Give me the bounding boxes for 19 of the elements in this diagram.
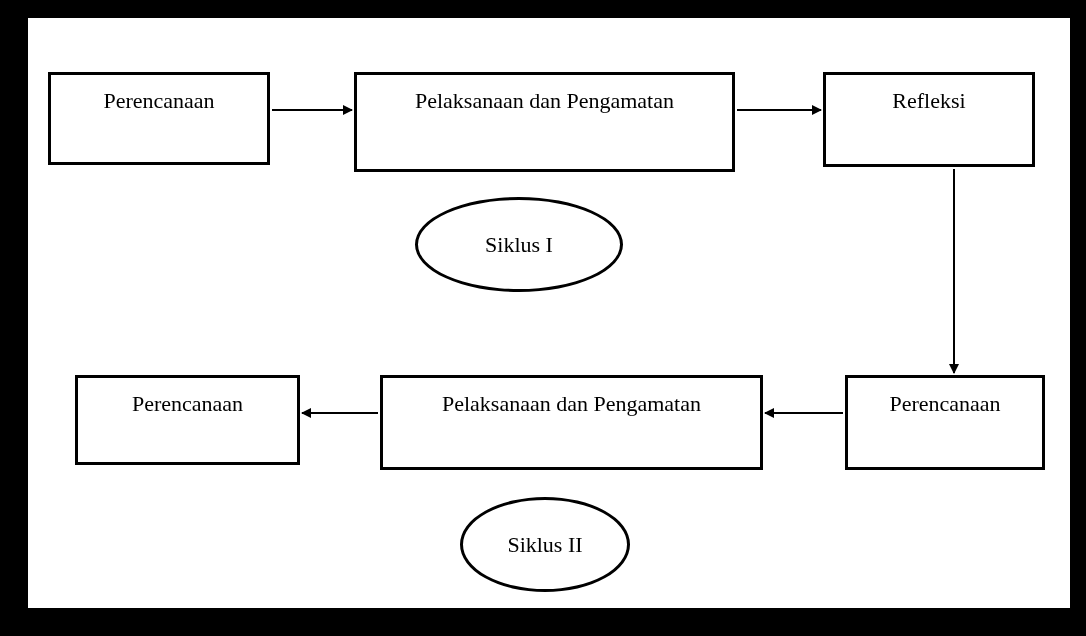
process-box <box>354 72 735 172</box>
arrow <box>271 105 353 115</box>
box-text: Siklus II <box>507 530 583 559</box>
box-text: Perencanaan <box>103 87 215 115</box>
box-text: Pelaksanaan dan Pengamatan <box>442 390 701 418</box>
box-text: Refleksi <box>892 87 966 115</box>
process-box <box>845 375 1045 470</box>
process-box <box>380 375 763 470</box>
arrow <box>764 408 844 418</box>
arrow <box>949 168 959 374</box>
box-text: Pelaksanaan dan Pengamatan <box>415 87 674 115</box>
box-text: Siklus I <box>485 230 553 259</box>
box-text: Perencanaan <box>131 390 244 418</box>
process-box <box>75 375 300 465</box>
process-box <box>48 72 270 165</box>
arrow <box>301 408 379 418</box>
box-text: Perencanaan <box>889 390 1001 418</box>
arrow <box>736 105 822 115</box>
process-box <box>823 72 1035 167</box>
